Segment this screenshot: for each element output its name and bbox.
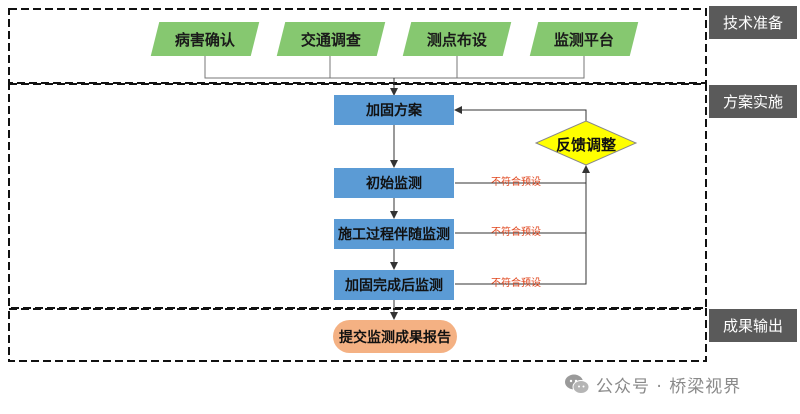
section-frame-output [8, 308, 707, 362]
watermark: 公众号 · 桥梁视界 [564, 372, 784, 397]
feedback-label: 反馈调整 [556, 136, 617, 154]
report-submission: 提交监测成果报告 [333, 320, 457, 353]
flow-initial-monitoring: 初始监测 [334, 168, 454, 198]
wechat-icon [565, 374, 590, 394]
flow-post-reinforcement-monitoring: 加固完成后监测 [334, 270, 454, 300]
flow-during-construction-monitoring: 施工过程伴随监测 [334, 219, 454, 249]
stage-label-output: 成果输出 [709, 309, 797, 342]
feedback-return [454, 106, 587, 121]
feedback-line-3 [455, 165, 590, 285]
section-frame-implementation [8, 83, 707, 309]
prep-disease-confirmation: 病害确认 [150, 22, 260, 56]
prep-traffic-survey: 交通调查 [276, 22, 386, 56]
note-noncompliant-2: 不符合预设 [491, 227, 541, 238]
stage-label-preparation: 技术准备 [709, 6, 797, 39]
prep-bracket [204, 52, 585, 79]
note-noncompliant-3: 不符合预设 [491, 278, 541, 289]
prep-measure-points: 测点布设 [402, 22, 512, 56]
flow-reinforcement-plan: 加固方案 [334, 95, 454, 125]
prep-monitoring-platform: 监测平台 [529, 22, 639, 56]
note-noncompliant-1: 不符合预设 [491, 177, 541, 188]
feedback-diamond [534, 120, 638, 166]
stage-label-implementation: 方案实施 [709, 85, 797, 118]
watermark-text: 公众号 · 桥梁视界 [596, 376, 742, 397]
